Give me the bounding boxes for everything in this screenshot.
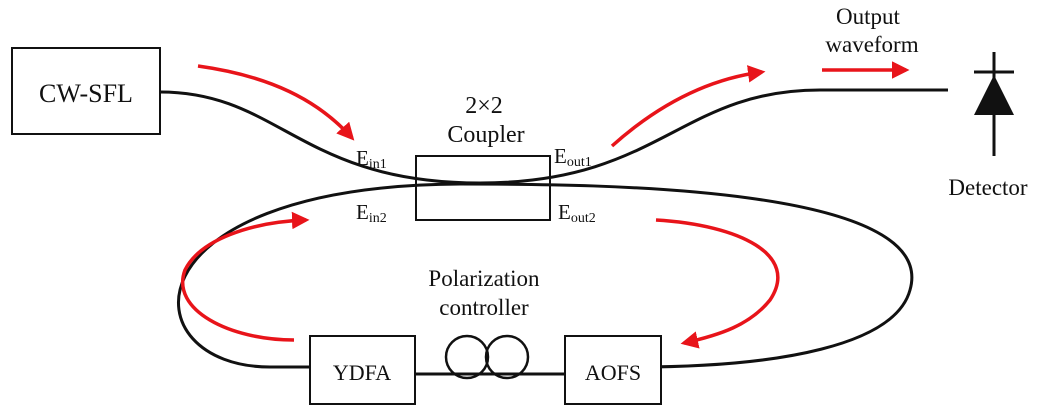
coupler-box: 2×2 Coupler [415, 93, 551, 221]
detector-label: Detector [948, 175, 1028, 200]
aofs-box: AOFS [564, 335, 662, 405]
port-ein1-label: Ein1 [356, 146, 387, 172]
output-label-line2: waveform [825, 32, 918, 57]
polarization-controller: Polarization controller [428, 266, 540, 380]
pc-loop-right [484, 334, 530, 380]
arrow-loop-left [181, 211, 310, 342]
port-eout2-label: Eout2 [558, 200, 596, 226]
aofs-label: AOFS [585, 360, 641, 385]
pc-label-line1: Polarization [428, 266, 540, 291]
output-label-line1: Output [836, 4, 901, 29]
output-fiber [479, 88, 948, 185]
ydfa-box: YDFA [309, 335, 416, 405]
loop-fiber-upper [177, 182, 914, 369]
ydfa-label: YDFA [333, 360, 391, 385]
coupler-label-ratio: 2×2 [465, 93, 503, 119]
pc-loop-left [444, 334, 490, 380]
arrow-loop-right [655, 218, 780, 349]
detector-icon [974, 52, 1014, 156]
port-eout1-label: Eout1 [554, 144, 592, 170]
arrow-input [197, 64, 355, 141]
cw-sfl-box: CW-SFL [11, 47, 161, 135]
pc-label-line2: controller [439, 295, 529, 320]
cw-sfl-label: CW-SFL [39, 79, 133, 108]
port-ein2-label: Ein2 [356, 200, 387, 226]
input-fiber [159, 90, 481, 185]
arrow-output-curve [610, 65, 766, 148]
coupler-label-name: Coupler [447, 122, 524, 148]
